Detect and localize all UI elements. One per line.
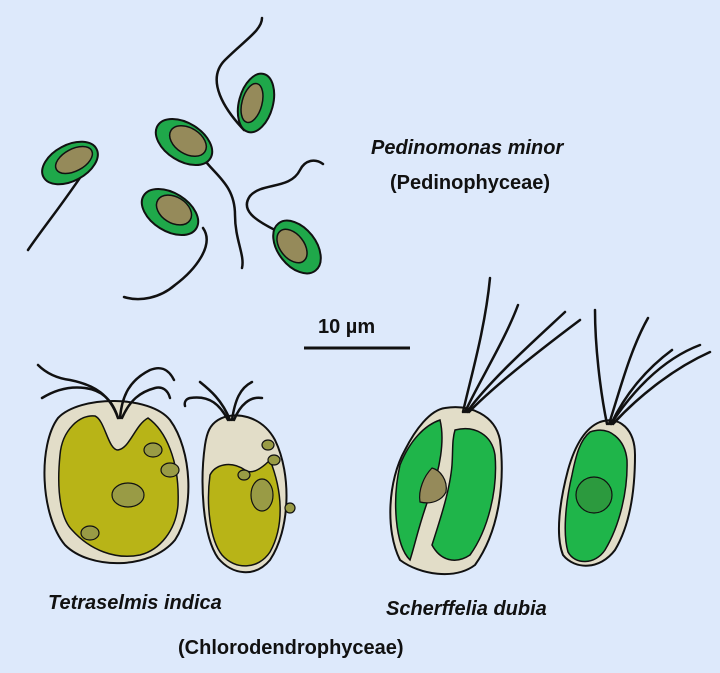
flagellum (201, 156, 244, 270)
tetraselmis-name-label: Tetraselmis indica (48, 592, 222, 614)
chlorodendrophyceae-class-label: (Chlorodendrophyceae) (178, 637, 404, 659)
tetraselmis-cell (36, 363, 190, 565)
flagellum (122, 226, 208, 301)
scherffelia-name-label: Scherffelia dubia (386, 598, 547, 620)
tetraselmis-cell (183, 380, 296, 574)
scherffelia-cell (389, 276, 582, 576)
pedinomonas-cell (236, 72, 276, 134)
flagellum (215, 16, 264, 132)
pedinomonas-class-label: (Pedinophyceae) (390, 172, 551, 194)
scale-bar-label: 10 µm (318, 316, 376, 338)
pedinomonas-name-label: Pedinomonas minor (371, 137, 564, 159)
flagellum (245, 159, 325, 232)
pedinomonas-cell (140, 187, 200, 237)
pedinomonas-cell (272, 219, 322, 275)
scherffelia-cell (558, 308, 712, 567)
pedinomonas-cell (41, 140, 99, 186)
pedinomonas-cell (154, 117, 214, 167)
